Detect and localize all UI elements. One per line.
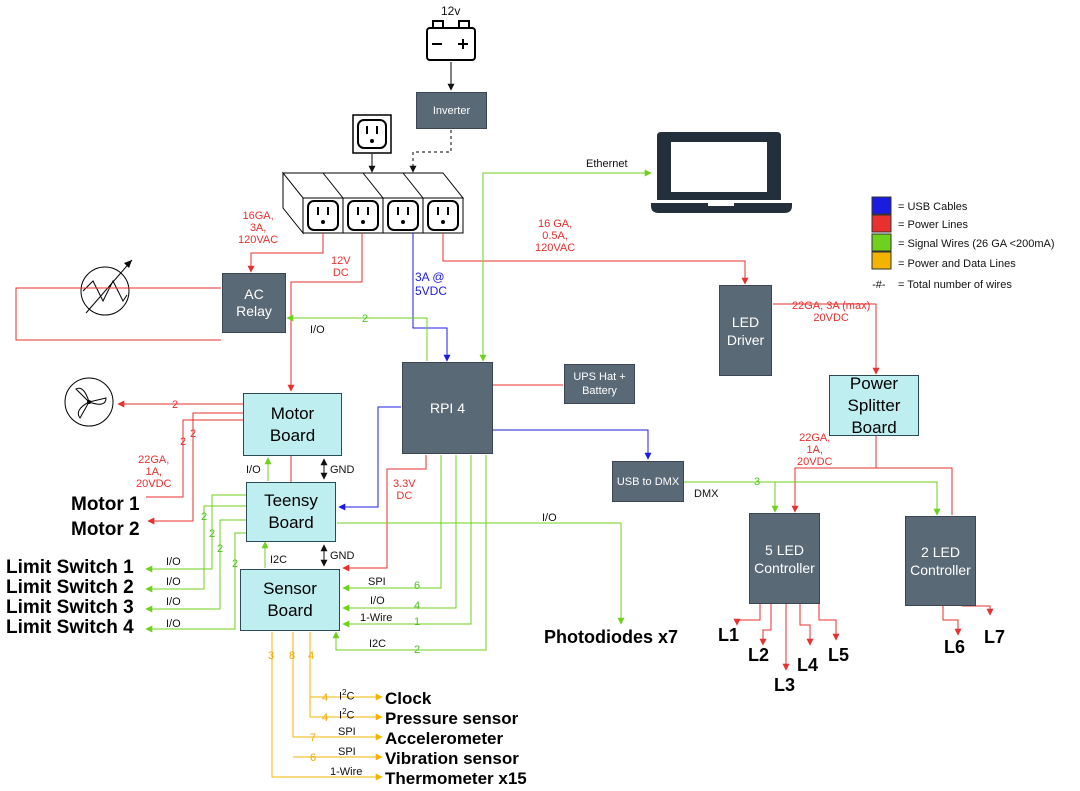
fan-icon [64, 377, 114, 427]
label-3v3-dc: 3.3V DC [393, 478, 416, 502]
count-i2c: 2 [414, 644, 421, 656]
output-l7: L7 [984, 627, 1006, 647]
label-motor-power: 22GA, 1A, 20VDC [136, 454, 172, 490]
ups-box: UPS Hat + Battery [564, 364, 635, 404]
label-1wire-thermometer: 1-Wire [330, 766, 363, 778]
outlet-icon [352, 114, 392, 154]
legend-wires: = Total number of wires [898, 279, 1012, 291]
output-limit-switch-3: Limit Switch 3 [6, 597, 134, 618]
rpi-box: RPI 4 [402, 362, 493, 454]
count-ls1: 2 [201, 511, 208, 523]
label-io-ls2: I/O [166, 576, 181, 588]
output-l4: L4 [797, 655, 819, 675]
led-driver-box: LED Driver [719, 285, 772, 376]
label-ethernet: Ethernet [586, 158, 628, 170]
label-io-relay: I/O [310, 324, 325, 336]
count-onewire: 1 [414, 616, 421, 628]
label-io-photodiodes: I/O [542, 512, 557, 524]
label-gnd-motor: GND [330, 464, 355, 476]
output-limit-switch-1: Limit Switch 1 [6, 557, 134, 578]
label-i2c-pressure: I2C [339, 707, 355, 722]
count-dmx: 3 [754, 476, 761, 488]
heater-icon [80, 259, 133, 316]
label-gnd-sensor: GND [330, 550, 355, 562]
count-io: 4 [414, 600, 421, 612]
legend-usb-swatch [871, 196, 892, 215]
output-photodiodes: Photodiodes x7 [544, 627, 679, 647]
count-clock: 4 [322, 692, 329, 704]
count-sensor-4: 4 [308, 650, 315, 662]
label-io-motor: I/O [246, 464, 261, 476]
inverter-box: Inverter [416, 92, 487, 129]
label-16ga-05a: 16 GA, 0.5A, 120VAC [535, 218, 576, 254]
count-relay: 2 [362, 313, 369, 325]
count-vibration: 6 [310, 752, 317, 764]
legend-powerdata: = Power and Data Lines [898, 258, 1016, 270]
usb-to-dmx-box: USB to DMX [612, 461, 684, 502]
label-1wire-rpi: 1-Wire [360, 612, 393, 624]
legend-powerdata-swatch [871, 251, 892, 270]
legend-usb: = USB Cables [898, 201, 968, 213]
laptop-icon [651, 132, 792, 213]
label-driver-output: 22GA, 3A (max) 20VDC [792, 300, 871, 324]
count-ls3: 2 [217, 543, 224, 555]
count-fan: 2 [172, 399, 179, 411]
battery-icon [426, 20, 476, 61]
output-l2: L2 [748, 645, 770, 665]
output-pressure-sensor: Pressure sensor [385, 709, 519, 728]
label-i2c-clock: I2C [339, 688, 355, 703]
output-thermometer: Thermometer x15 [385, 769, 527, 788]
label-io-rpi: I/O [370, 595, 385, 607]
label-splitter-output: 22GA, 1A, 20VDC [797, 432, 833, 468]
legend-signal-swatch [871, 233, 892, 252]
label-io-ls1: I/O [166, 556, 181, 568]
label-i2c-teensy: I2C [270, 554, 288, 566]
label-spi-vibration: SPI [338, 746, 356, 758]
power-strip-icon [281, 171, 465, 235]
label-dmx: DMX [694, 488, 719, 500]
output-accelerometer: Accelerometer [385, 729, 504, 748]
ac-relay-box: AC Relay [222, 273, 286, 333]
label-usb-3a: 3A @ 5VDC [415, 270, 448, 298]
count-ls4: 2 [232, 558, 239, 570]
count-sensor-8: 8 [289, 650, 296, 662]
count-accelerometer: 7 [310, 732, 317, 744]
label-io-ls4: I/O [166, 618, 181, 630]
legend-signal: = Signal Wires (26 GA <200mA) [898, 238, 1055, 250]
count-motor1: 2 [180, 436, 187, 448]
output-motor-2: Motor 2 [71, 519, 140, 540]
output-l3: L3 [774, 675, 796, 695]
legend-wires-symbol: -#- [872, 279, 886, 291]
teensy-board-box: Teensy Board [246, 482, 336, 542]
count-ls2: 2 [209, 528, 216, 540]
output-clock: Clock [385, 689, 432, 708]
output-limit-switch-2: Limit Switch 2 [6, 577, 134, 598]
label-i2c-rpi: I2C [369, 638, 387, 650]
sensor-board-box: Sensor Board [240, 569, 340, 631]
count-motor2: 2 [190, 428, 197, 440]
output-l6: L6 [944, 637, 966, 657]
label-spi-accelerometer: SPI [338, 726, 356, 738]
count-spi: 6 [414, 580, 421, 592]
5-led-controller-box: 5 LED Controller [749, 513, 820, 604]
motor-board-box: Motor Board [243, 393, 342, 456]
output-vibration-sensor: Vibration sensor [385, 749, 519, 768]
output-l5: L5 [828, 645, 850, 665]
label-io-ls3: I/O [166, 596, 181, 608]
2-led-controller-box: 2 LED Controller [905, 516, 976, 606]
output-l1: L1 [718, 625, 740, 645]
label-16ga-3a: 16GA, 3A, 120VAC [238, 210, 279, 246]
label-spi-rpi: SPI [368, 576, 386, 588]
battery-label: 12v [441, 4, 461, 18]
legend-power-swatch [871, 214, 892, 233]
label-12v-dc: 12V DC [331, 255, 351, 279]
output-motor-1: Motor 1 [71, 494, 140, 515]
output-limit-switch-4: Limit Switch 4 [6, 617, 134, 638]
power-splitter-box: Power Splitter Board [829, 374, 919, 437]
legend-power: = Power Lines [898, 219, 969, 231]
count-sensor-3: 3 [268, 650, 275, 662]
count-pressure: 4 [322, 712, 329, 724]
